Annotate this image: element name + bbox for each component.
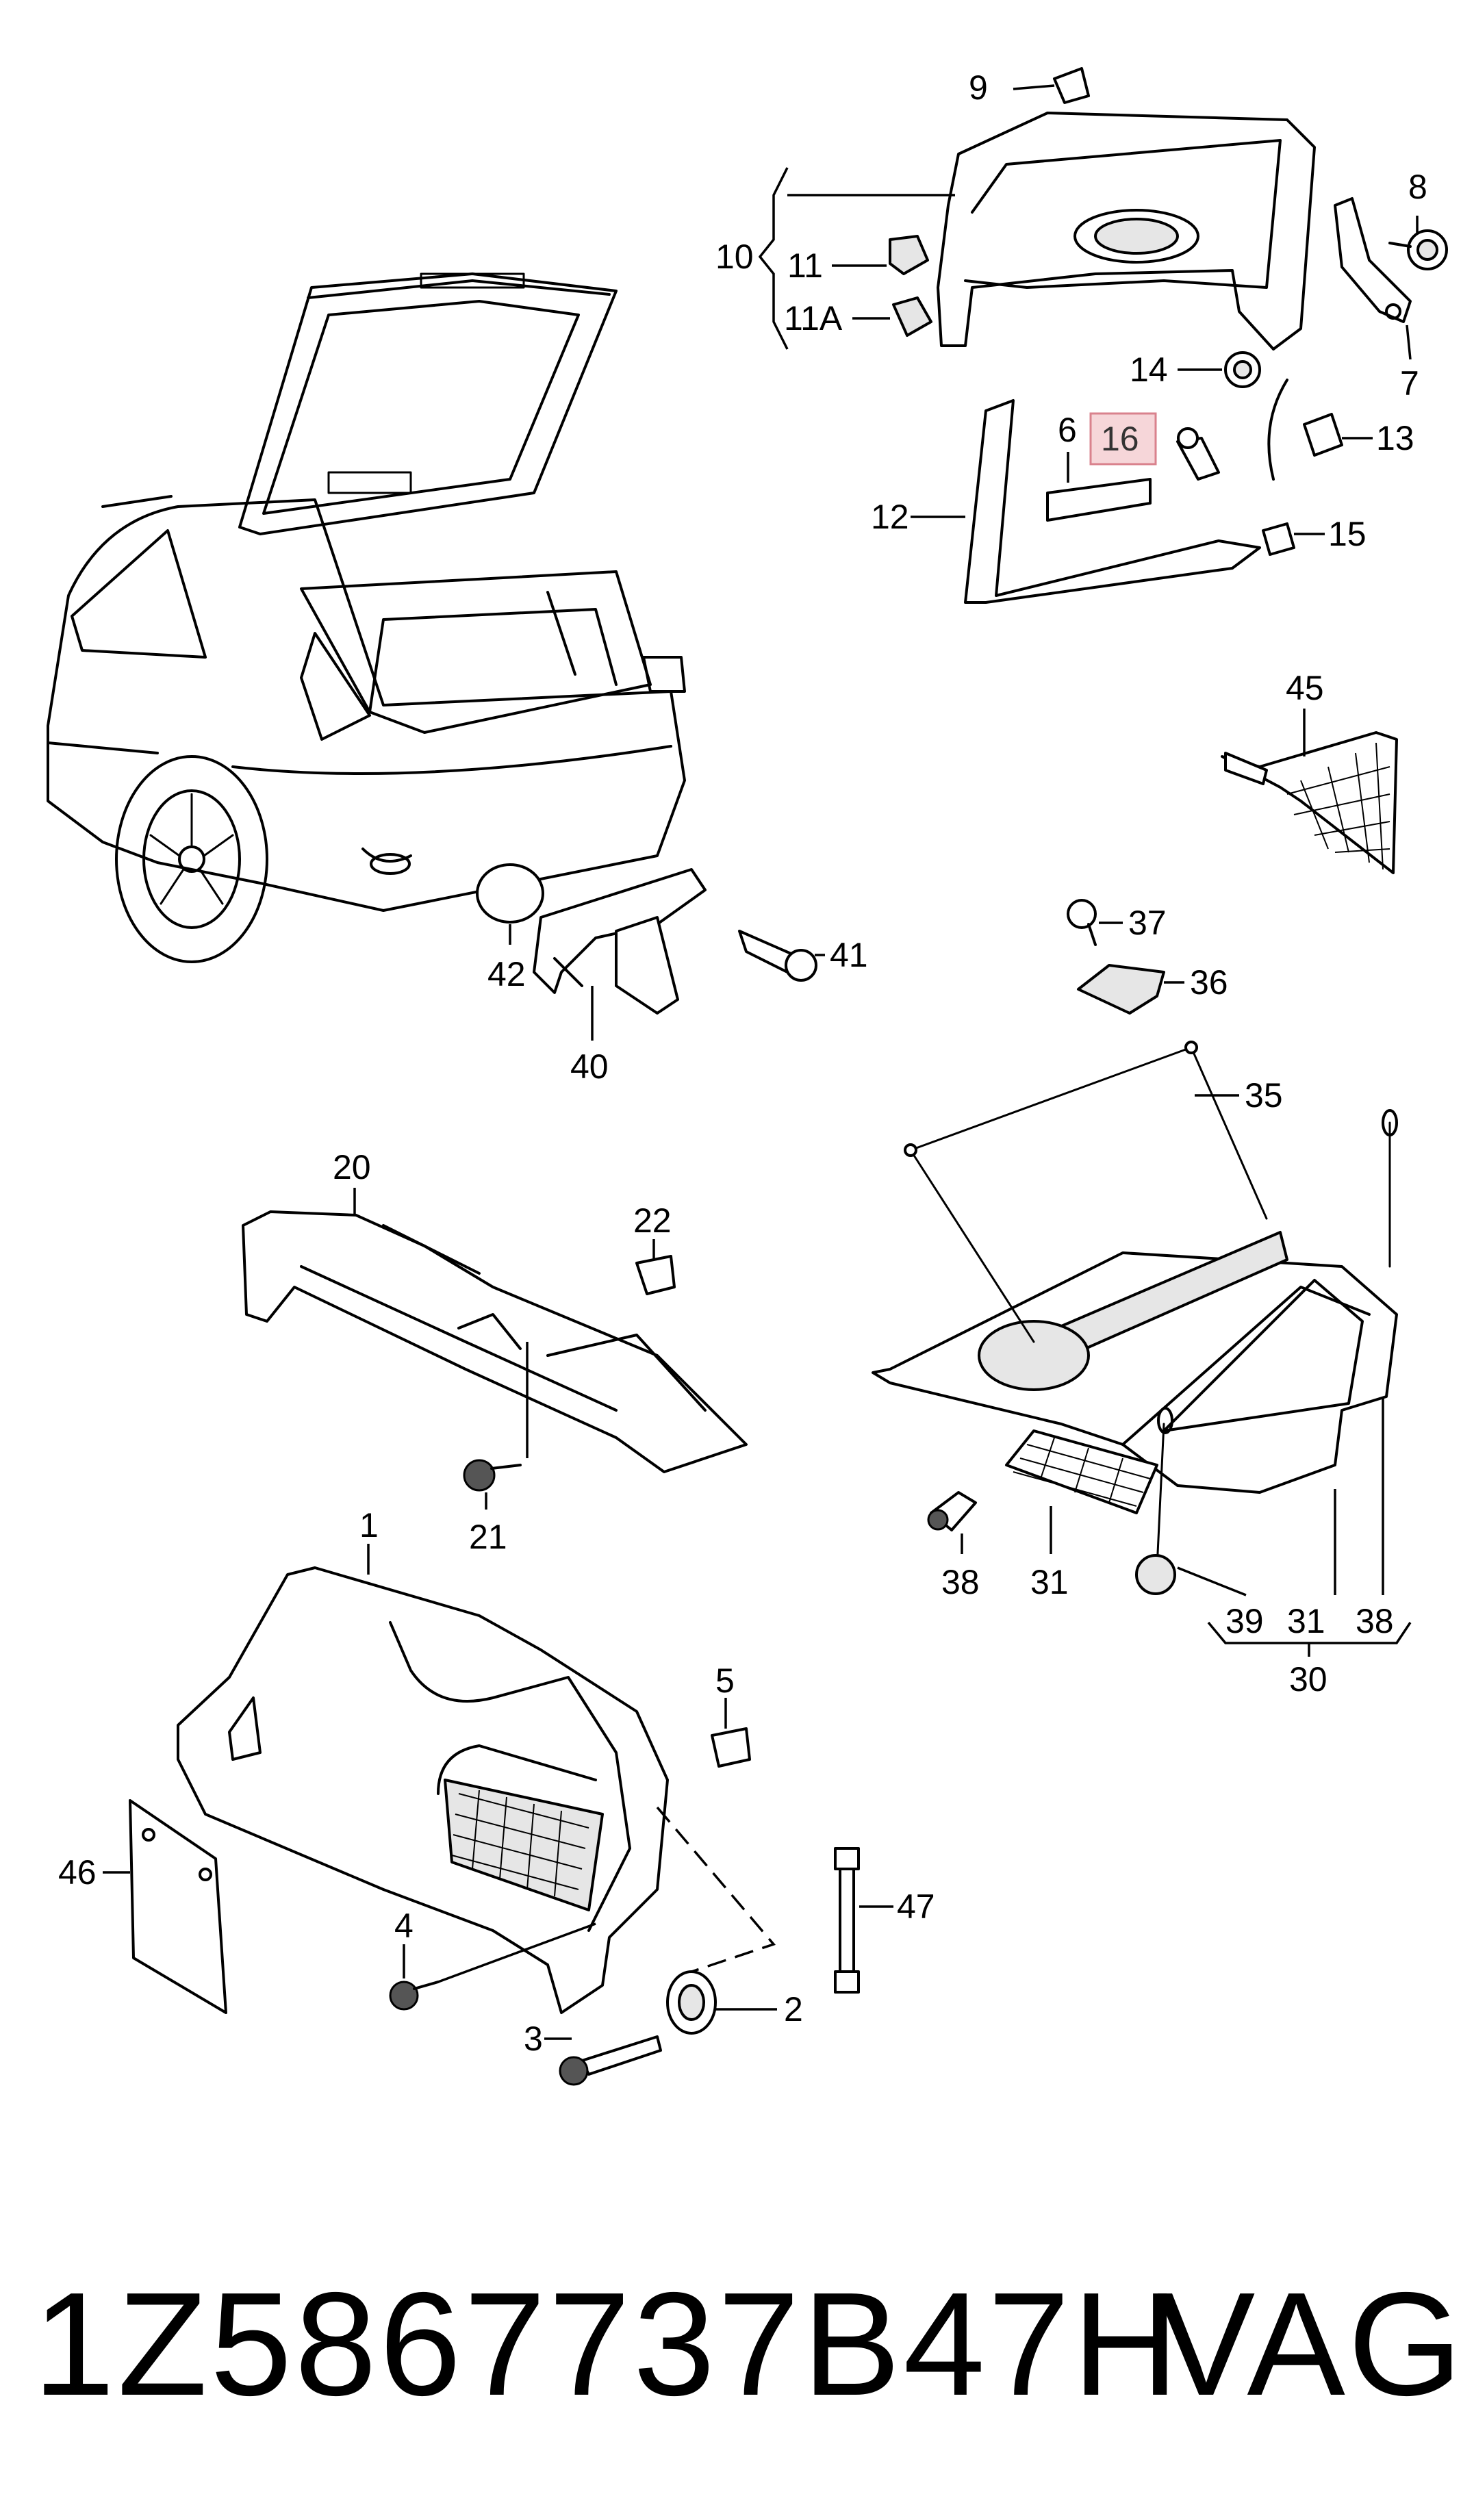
screw-3: [559, 2035, 662, 2086]
leader-lines: [103, 84, 1419, 2040]
clip-9: [1053, 67, 1090, 104]
mat-31: [1005, 1429, 1158, 1514]
callout-31-right: 31: [1287, 1602, 1325, 1640]
callout-47: 47: [897, 1887, 935, 1926]
clip-5: [711, 1727, 751, 1768]
bracket-7: [1334, 197, 1412, 323]
trunk-lid-trim: [937, 112, 1316, 351]
callout-3: 3: [524, 2020, 543, 2058]
callout-38-left: 38: [941, 1563, 980, 1601]
callout-31-left: 31: [1030, 1563, 1069, 1601]
clip-11a: [892, 296, 932, 337]
callout-40: 40: [570, 1047, 609, 1086]
trim-panel-20: [242, 1210, 748, 1473]
highlight-box-16: [1089, 412, 1157, 466]
callout-41: 41: [830, 936, 868, 974]
stud-16: [1176, 427, 1220, 481]
nut-15: [1262, 522, 1295, 556]
callout-6: 6: [1058, 411, 1077, 449]
handle-40: [533, 868, 707, 1015]
fastener-14: [1224, 351, 1261, 388]
cable-39: [1135, 1407, 1176, 1595]
callout-46: 46: [58, 1853, 97, 1892]
bolt-8: [1388, 229, 1448, 270]
callout-1: 1: [359, 1506, 379, 1544]
callout-39: 39: [1225, 1602, 1264, 1640]
bracket-36: [1077, 964, 1165, 1015]
screw-41: [738, 930, 817, 982]
clip-11: [889, 235, 929, 275]
callout-30: 30: [1289, 1660, 1327, 1698]
luggage-net-45: [1221, 731, 1398, 874]
callout-11: 11: [787, 246, 823, 285]
callout-11a: 11A: [784, 299, 843, 338]
side-trim-1: [177, 1566, 669, 2014]
parcel-shelf-30: [872, 1041, 1398, 1494]
callout-7: 7: [1400, 364, 1419, 403]
callout-20: 20: [333, 1148, 371, 1186]
brand-name: VAG: [1157, 2261, 1466, 2426]
cable-39-right: [1382, 1109, 1398, 1268]
screw-21: [463, 1459, 522, 1492]
screw-4: [389, 1981, 440, 2011]
callout-labels: 9 10 11 11A 8 7 14 6 16 13 12 15 45 37 3…: [58, 68, 1427, 2058]
callout-14: 14: [1130, 351, 1168, 389]
car-illustration: [47, 272, 686, 963]
callout-13: 13: [1376, 419, 1414, 457]
callout-4: 4: [394, 1907, 414, 1945]
callout-15: 15: [1328, 515, 1367, 553]
callout-16: 16: [1101, 420, 1139, 458]
callout-12: 12: [871, 498, 909, 536]
cover-42: [476, 863, 544, 924]
callout-5: 5: [715, 1662, 735, 1700]
callout-22: 22: [633, 1201, 672, 1240]
dashed-guide: [656, 1806, 776, 1973]
callout-10: 10: [715, 238, 754, 276]
clip-22: [635, 1255, 676, 1295]
callout-38-right: 38: [1356, 1602, 1394, 1640]
callout-2: 2: [784, 1990, 803, 2028]
clip-38: [927, 1491, 977, 1531]
callout-37: 37: [1128, 904, 1167, 942]
screw-37: [1067, 899, 1097, 946]
strap-47: [834, 1847, 860, 1994]
part-number: 1Z5867737B47H: [33, 2261, 1182, 2426]
callout-45: 45: [1286, 669, 1324, 707]
callout-9: 9: [969, 68, 988, 107]
grip-handle-12: [964, 379, 1288, 604]
callout-35: 35: [1245, 1076, 1283, 1115]
clip-13: [1303, 413, 1343, 457]
callout-36: 36: [1190, 963, 1228, 1002]
pad-46: [129, 1799, 227, 2014]
callout-8: 8: [1408, 168, 1427, 206]
callout-21: 21: [469, 1518, 507, 1556]
callout-42: 42: [487, 955, 526, 993]
grommet-2: [666, 1970, 717, 2035]
